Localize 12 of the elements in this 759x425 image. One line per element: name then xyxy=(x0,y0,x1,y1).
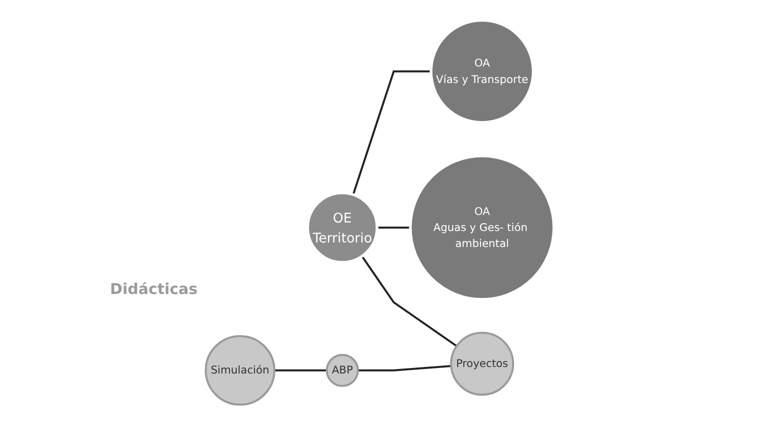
connector xyxy=(360,256,457,347)
group-heading: Didácticas xyxy=(110,280,198,298)
node-circle: OA Aguas y Ges- tión ambiental xyxy=(408,154,555,301)
node-circle: Proyectos xyxy=(450,332,514,396)
connector xyxy=(358,365,451,372)
node-circle: OE Territorio xyxy=(306,192,378,264)
connector xyxy=(352,70,431,195)
connector xyxy=(274,369,326,372)
node-circle: ABP xyxy=(326,354,359,387)
connector xyxy=(376,226,410,229)
node-circle: OA Vías y Transporte xyxy=(429,19,534,124)
node-circle: Simulación xyxy=(204,335,276,406)
